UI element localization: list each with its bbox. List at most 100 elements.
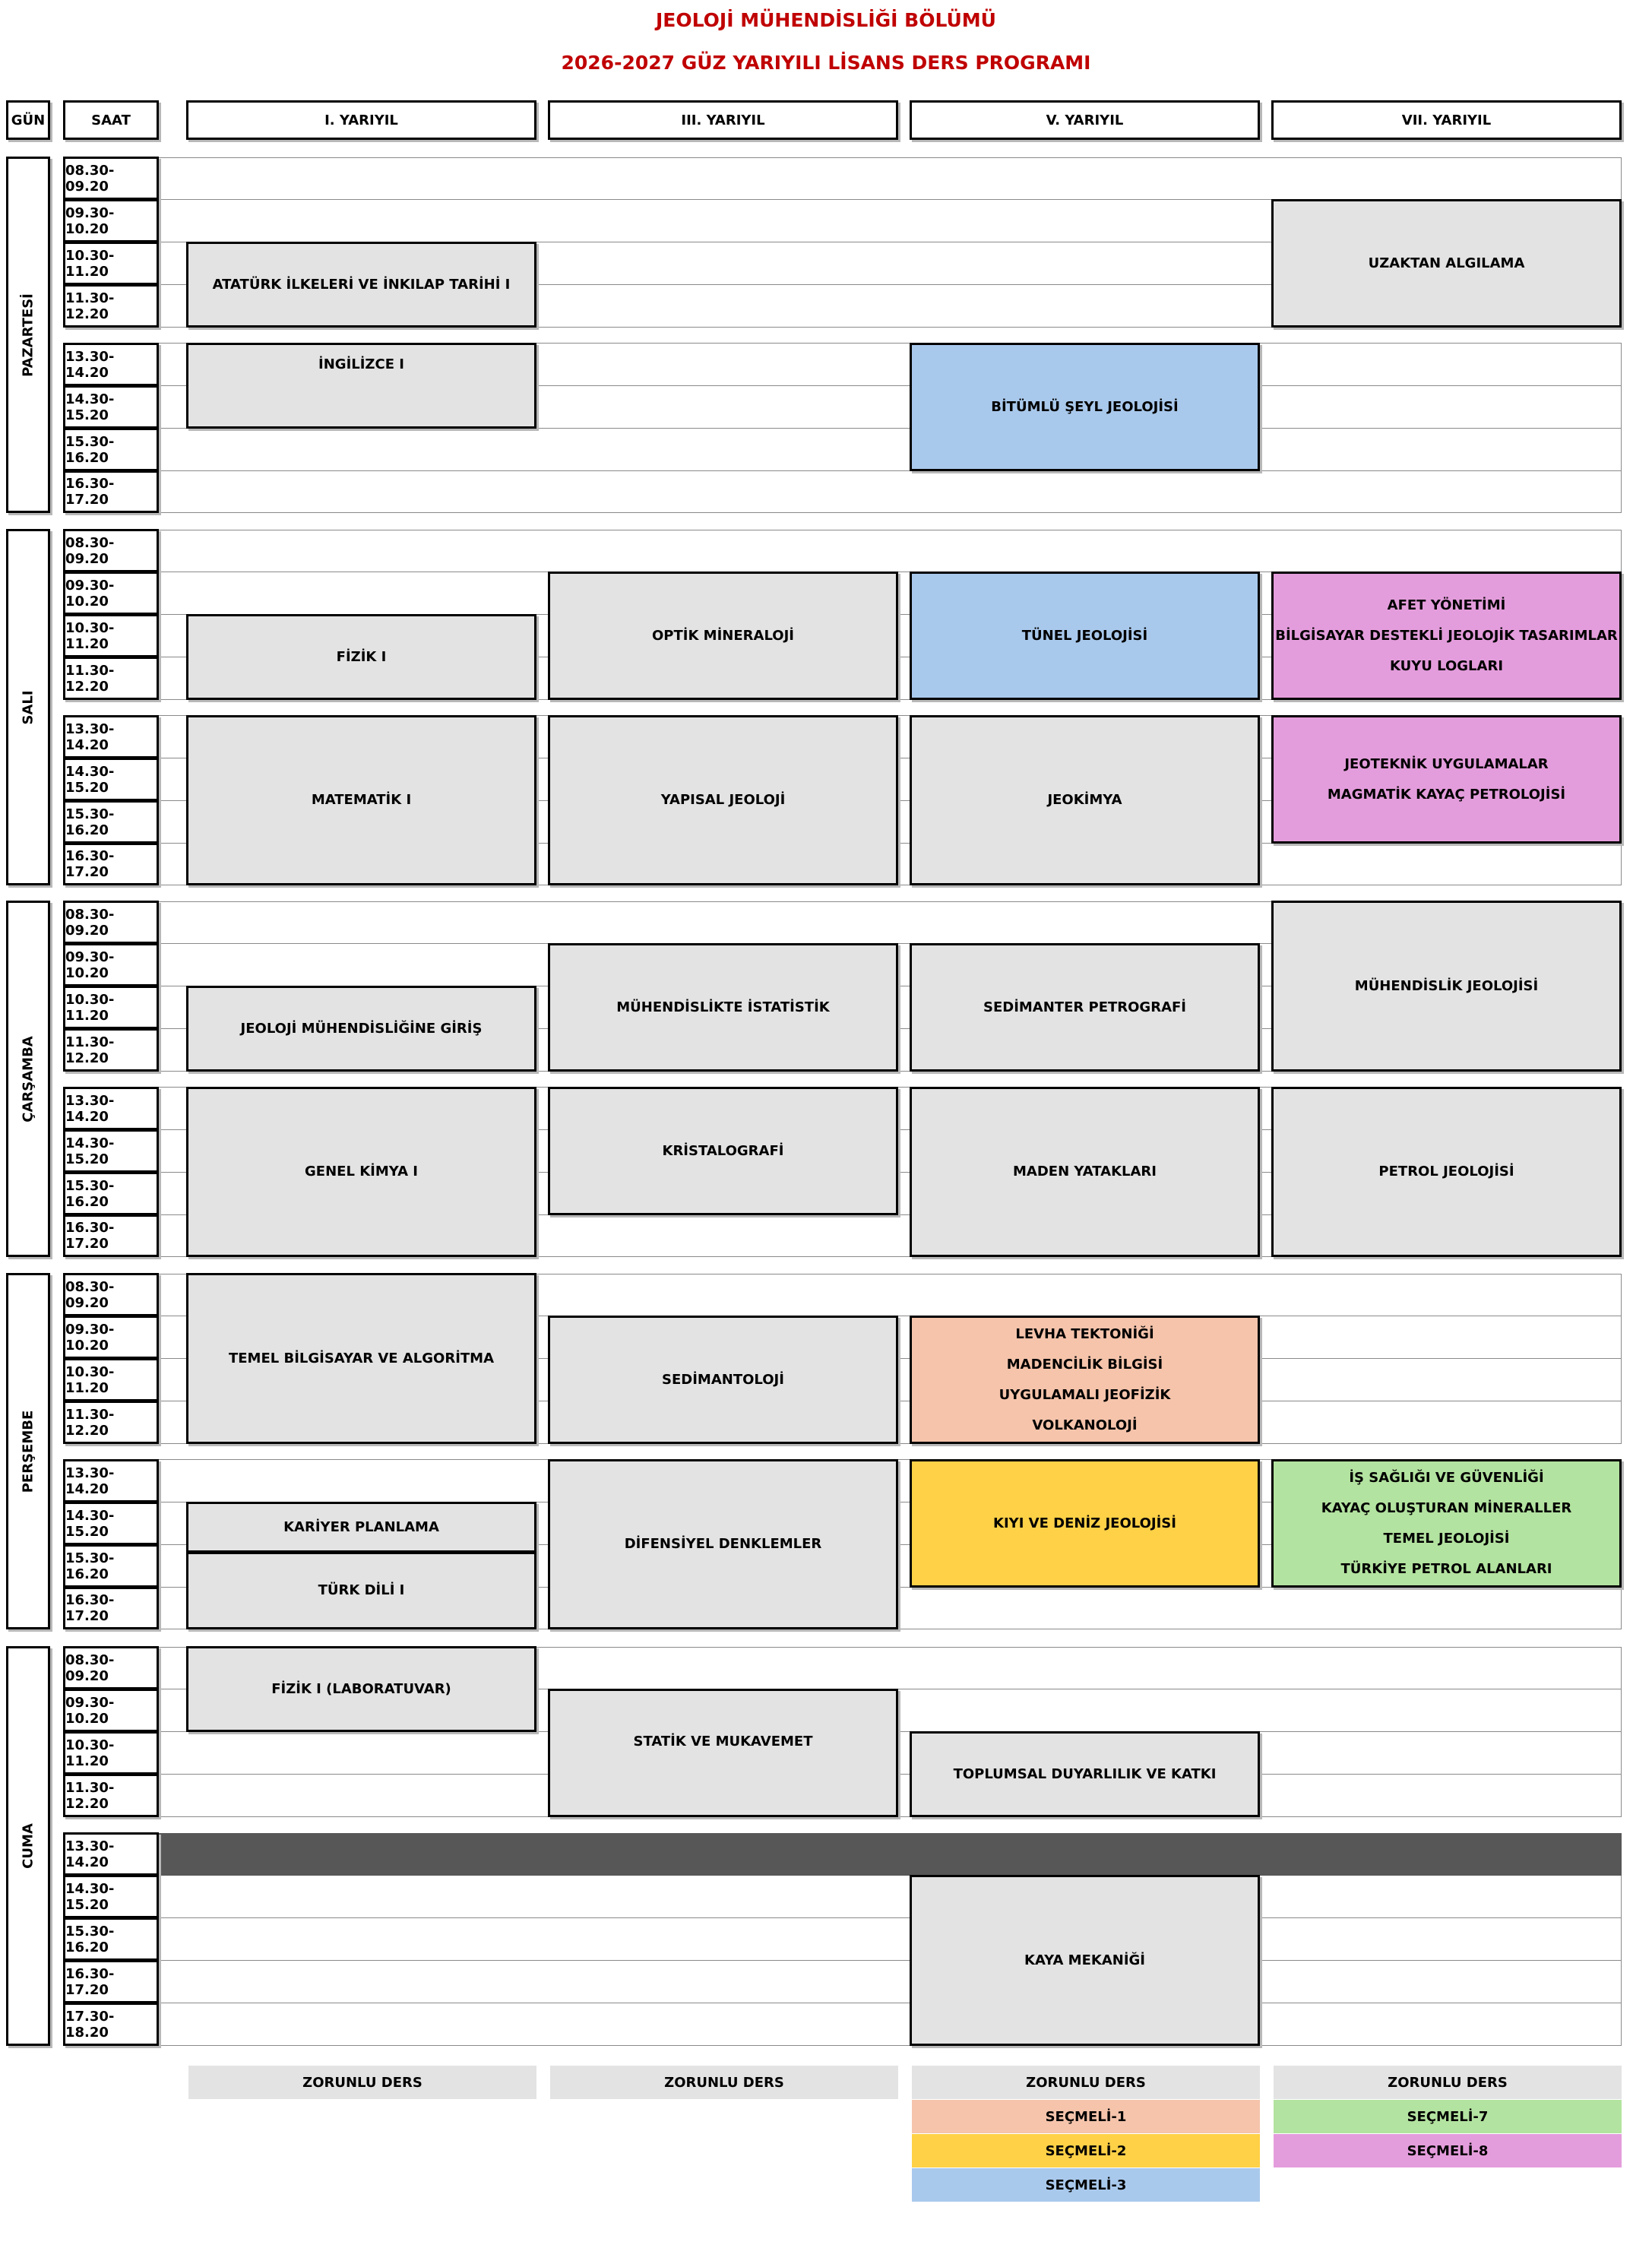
time-slot: 13.30-14.20 — [63, 715, 159, 758]
course-block: SEDİMANTER PETROGRAFİ — [910, 943, 1260, 1072]
course-block-elective: JEOTEKNİK UYGULAMALAR MAGMATİK KAYAÇ PET… — [1271, 715, 1622, 844]
friday-blocked-slot — [158, 1833, 1622, 1876]
time-slot: 14.30-15.20 — [63, 385, 159, 429]
col-header-day: GÜN — [6, 100, 50, 140]
course-block: JEOLOJİ MÜHENDİSLİĞİNE GİRİŞ — [186, 986, 536, 1072]
time-slot: 14.30-15.20 — [63, 1129, 159, 1173]
course-block: TÜNEL JEOLOJİSİ — [910, 572, 1260, 700]
course-block-elective: İŞ SAĞLIĞI VE GÜVENLİĞİ KAYAÇ OLUŞTURAN … — [1271, 1459, 1622, 1588]
time-slot: 13.30-14.20 — [63, 1832, 159, 1876]
time-slot: 08.30-09.20 — [63, 157, 159, 200]
legend-elective-3: SEÇMELİ-3 — [912, 2168, 1260, 2202]
course-block: MATEMATİK I — [186, 715, 536, 885]
time-slot: 09.30-10.20 — [63, 943, 159, 986]
time-slot: 09.30-10.20 — [63, 199, 159, 242]
row-background — [158, 1917, 1622, 1961]
course-block: MADEN YATAKLARI — [910, 1087, 1260, 1257]
course-block-elective: AFET YÖNETİMİ BİLGİSAYAR DESTEKLİ JEOLOJ… — [1271, 572, 1622, 700]
time-slot: 10.30-11.20 — [63, 1358, 159, 1401]
time-slot: 11.30-12.20 — [63, 657, 159, 700]
row-background — [158, 470, 1622, 513]
legend-elective-8: SEÇMELİ-8 — [1274, 2134, 1622, 2167]
col-header-sem5: V. YARIYIL — [910, 100, 1260, 140]
course-block: TOPLUMSAL DUYARLILIK VE KATKI — [910, 1731, 1260, 1817]
course-block: KRİSTALOGRAFİ — [548, 1087, 898, 1215]
course-block: JEOKİMYA — [910, 715, 1260, 885]
time-slot: 11.30-12.20 — [63, 1774, 159, 1817]
time-slot: 09.30-10.20 — [63, 1689, 159, 1732]
course-block-elective: LEVHA TEKTONİĞİ MADENCİLİK BİLGİSİ UYGUL… — [910, 1316, 1260, 1444]
legend-compulsory: ZORUNLU DERS — [550, 2066, 898, 2099]
day-tuesday: SALI — [6, 529, 50, 885]
course-block: SEDİMANTOLOJİ — [548, 1316, 898, 1444]
time-slot: 15.30-16.20 — [63, 800, 159, 844]
time-slot: 15.30-16.20 — [63, 428, 159, 471]
col-header-time: SAAT — [63, 100, 159, 140]
course-block: BİTÜMLÜ ŞEYL JEOLOJİSİ — [910, 343, 1260, 471]
day-wednesday: ÇARŞAMBA — [6, 901, 50, 1257]
time-slot: 15.30-16.20 — [63, 1544, 159, 1588]
time-slot: 08.30-09.20 — [63, 1273, 159, 1316]
time-slot: 10.30-11.20 — [63, 614, 159, 657]
day-monday: PAZARTESİ — [6, 157, 50, 513]
time-slot: 16.30-17.20 — [63, 843, 159, 885]
course-block: UZAKTAN ALGILAMA — [1271, 199, 1622, 328]
time-slot: 16.30-17.20 — [63, 1214, 159, 1257]
col-header-sem7: VII. YARIYIL — [1271, 100, 1622, 140]
time-slot: 11.30-12.20 — [63, 284, 159, 328]
course-block: FİZİK I (LABORATUVAR) — [186, 1646, 536, 1732]
course-block: İNGİLİZCE I — [186, 343, 536, 429]
course-block: ATATÜRK İLKELERİ VE İNKILAP TARİHİ I — [186, 242, 536, 328]
course-block: GENEL KİMYA I — [186, 1087, 536, 1257]
course-block: YAPISAL JEOLOJİ — [548, 715, 898, 885]
course-block: PETROL JEOLOJİSİ — [1271, 1087, 1622, 1257]
col-header-sem1: I. YARIYIL — [186, 100, 536, 140]
day-friday: CUMA — [6, 1646, 50, 2046]
time-slot: 11.30-12.20 — [63, 1028, 159, 1072]
course-block: DİFENSİYEL DENKLEMLER — [548, 1459, 898, 1629]
time-slot: 08.30-09.20 — [63, 901, 159, 944]
time-slot: 09.30-10.20 — [63, 1316, 159, 1359]
time-slot: 09.30-10.20 — [63, 572, 159, 615]
legend-elective-1: SEÇMELİ-1 — [912, 2100, 1260, 2133]
course-block: KARİYER PLANLAMA — [186, 1502, 536, 1553]
row-background — [158, 1875, 1622, 1918]
course-block-elective: KIYI VE DENİZ JEOLOJİSİ — [910, 1459, 1260, 1588]
course-block: TÜRK DİLİ I — [186, 1552, 536, 1629]
time-slot: 14.30-15.20 — [63, 1875, 159, 1918]
course-block: OPTİK MİNERALOJİ — [548, 572, 898, 700]
time-slot: 10.30-11.20 — [63, 242, 159, 285]
legend-compulsory: ZORUNLU DERS — [912, 2066, 1260, 2099]
row-background — [158, 530, 1622, 572]
time-slot: 08.30-09.20 — [63, 529, 159, 572]
row-background — [158, 428, 1622, 471]
legend-compulsory: ZORUNLU DERS — [188, 2066, 536, 2099]
row-background — [158, 1960, 1622, 2003]
legend-elective-7: SEÇMELİ-7 — [1274, 2100, 1622, 2133]
time-slot: 10.30-11.20 — [63, 1731, 159, 1775]
time-slot: 14.30-15.20 — [63, 1502, 159, 1545]
time-slot: 13.30-14.20 — [63, 1459, 159, 1502]
course-block: STATİK VE MUKAVEMET — [548, 1689, 898, 1817]
day-thursday: PERŞEMBE — [6, 1273, 50, 1629]
time-slot: 13.30-14.20 — [63, 1087, 159, 1130]
time-slot: 16.30-17.20 — [63, 470, 159, 513]
legend-compulsory: ZORUNLU DERS — [1274, 2066, 1622, 2099]
legend-elective-2: SEÇMELİ-2 — [912, 2134, 1260, 2167]
program-title: 2026-2027 GÜZ YARIYILI LİSANS DERS PROGR… — [561, 52, 1091, 74]
time-slot: 08.30-09.20 — [63, 1646, 159, 1689]
time-slot: 10.30-11.20 — [63, 986, 159, 1029]
time-slot: 15.30-16.20 — [63, 1172, 159, 1215]
course-block: KAYA MEKANİĞİ — [910, 1875, 1260, 2046]
course-block: FİZİK I — [186, 614, 536, 700]
col-header-sem3: III. YARIYIL — [548, 100, 898, 140]
course-block: TEMEL BİLGİSAYAR VE ALGORİTMA — [186, 1273, 536, 1444]
time-slot: 17.30-18.20 — [63, 2003, 159, 2046]
time-slot: 13.30-14.20 — [63, 343, 159, 386]
course-block: MÜHENDİSLİK JEOLOJİSİ — [1271, 901, 1622, 1072]
time-slot: 15.30-16.20 — [63, 1917, 159, 1961]
time-slot: 11.30-12.20 — [63, 1401, 159, 1444]
row-background — [158, 2003, 1622, 2046]
time-slot: 14.30-15.20 — [63, 758, 159, 801]
row-background — [158, 157, 1622, 200]
